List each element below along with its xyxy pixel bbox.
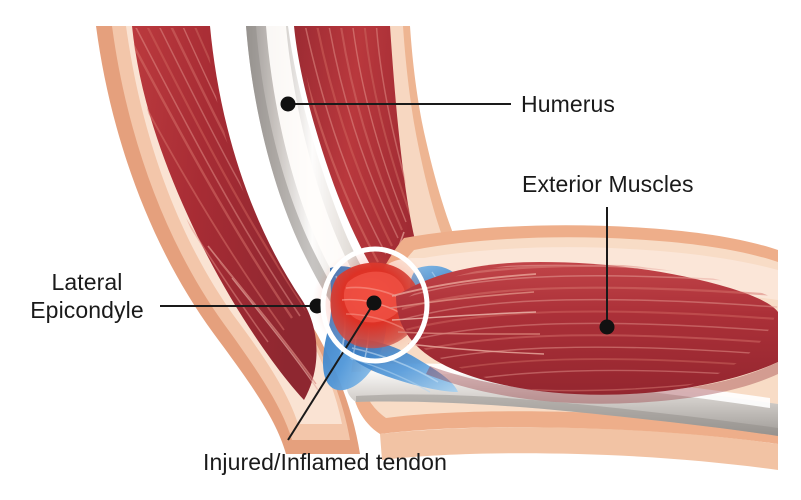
injury-highlight-circle [320,246,430,364]
leader-line-injured-tendon [287,302,375,441]
forearm-muscle-lower-shade [426,362,778,404]
humerus-edge-shadow [246,26,350,318]
label-exterior-muscles: Exterior Muscles [522,171,694,197]
upper-arm-muscle-left-tendon-fibers [207,245,319,391]
extensor-origin-fibers [389,273,545,355]
radius-ulna-shadow [356,394,778,436]
marker-dot-humerus [280,96,296,112]
forearm-extensor-muscle [389,262,778,395]
marker-dot-injured-tendon [366,295,382,311]
label-injured-inflamed-tendon: Injured/Inflamed tendon [203,449,447,475]
label-lateral-epicondyle-line2: Epicondyle [30,297,144,324]
humerus-bone [246,26,384,322]
humerus-highlight [266,26,368,304]
forearm-lower-skin-band [380,427,778,470]
label-humerus: Humerus [521,91,616,117]
marker-dot-exterior-muscles [599,319,615,335]
label-lateral-epicondyle-line1: Lateral [51,269,123,295]
